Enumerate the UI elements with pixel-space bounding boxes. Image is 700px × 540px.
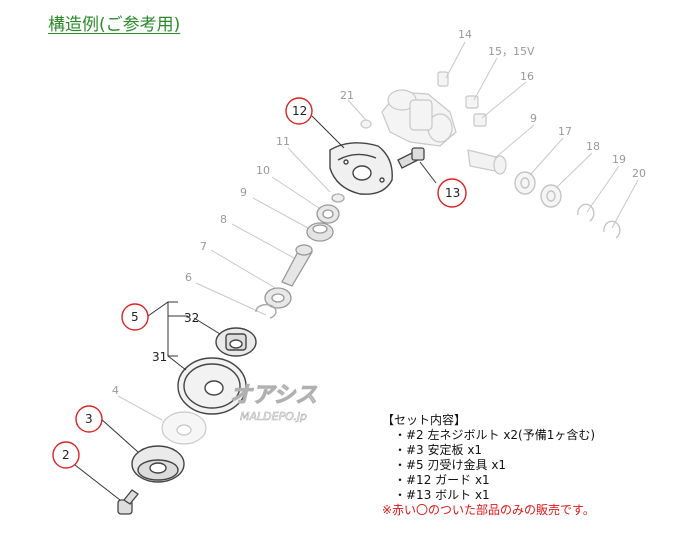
guard-12 xyxy=(329,142,393,195)
page-title: 構造例(ご参考用) xyxy=(48,15,181,35)
middle-leader-lines xyxy=(195,147,331,316)
set-item: ・#5 刃受け金具 x1 xyxy=(394,458,507,472)
circlip-7 xyxy=(255,303,277,319)
leader-12 xyxy=(311,115,345,149)
sales-note: ※赤い〇のついた部品のみの販売です。 xyxy=(382,503,595,517)
blade-holder-32 xyxy=(215,327,257,357)
label-9-upper: 9 xyxy=(530,112,537,125)
label-31: 31 xyxy=(152,350,167,364)
highlight-circle-5 xyxy=(121,303,149,331)
left-thread-bolt-2 xyxy=(117,489,139,515)
bolt-13 xyxy=(397,147,425,169)
label-21: 21 xyxy=(340,89,354,102)
label-16: 16 xyxy=(520,70,534,83)
watermark-katakana: オアシス xyxy=(230,383,317,408)
label-2: 2 xyxy=(62,448,70,462)
label-19: 19 xyxy=(612,153,626,166)
bearings-and-clips xyxy=(514,171,621,239)
label-13: 13 xyxy=(445,186,460,200)
label-6: 6 xyxy=(185,271,192,284)
plate-4 xyxy=(161,411,207,445)
leader-4 xyxy=(117,395,163,421)
label-18: 18 xyxy=(586,140,600,153)
highlight-circle-2 xyxy=(52,441,80,469)
gearcase-assembly xyxy=(360,71,487,147)
shaft-8 xyxy=(281,244,313,287)
set-contents-box: 【セット内容】 ・#2 左ネジボルト x2(予備1ヶ含む) ・#3 安定板 x1… xyxy=(382,413,595,518)
set-item: ・#3 安定板 x1 xyxy=(394,443,483,457)
label-10: 10 xyxy=(256,164,270,177)
label-11: 11 xyxy=(276,135,290,148)
set-item: ・#12 ガード x1 xyxy=(394,473,490,487)
watermark-logo: オアシス MALDEPO.jp xyxy=(230,383,318,424)
upper-shaft-9 xyxy=(467,149,507,175)
highlight-circles xyxy=(52,97,467,469)
highlight-circle-13 xyxy=(437,178,467,208)
stabilizer-plate-3 xyxy=(131,445,185,483)
leader-13 xyxy=(419,161,437,184)
label-17: 17 xyxy=(558,125,572,138)
label-32: 32 xyxy=(184,311,199,325)
label-12: 12 xyxy=(292,104,307,118)
label-20: 20 xyxy=(632,167,646,180)
blade-holder-plate-31 xyxy=(177,357,247,415)
label-15: 15，15V xyxy=(488,45,535,58)
set-contents-heading: 【セット内容】 xyxy=(382,413,467,427)
gear-9 xyxy=(306,222,334,242)
set-contents-list: ・#2 左ネジボルト x2(予備1ヶ含む) ・#3 安定板 x1 ・#5 刃受け… xyxy=(382,428,595,503)
label-4: 4 xyxy=(112,384,119,397)
label-9: 9 xyxy=(240,186,247,199)
label-7: 7 xyxy=(200,240,207,253)
watermark-text: MALDEPO.jp xyxy=(240,410,307,423)
label-5: 5 xyxy=(131,310,139,324)
label-8: 8 xyxy=(220,213,227,226)
set-item: ・#2 左ネジボルト x2(予備1ヶ含む) xyxy=(394,428,596,442)
label-14: 14 xyxy=(458,28,472,41)
set-item: ・#13 ボルト x1 xyxy=(394,488,490,502)
highlight-circle-3 xyxy=(75,405,103,433)
bearing-10 xyxy=(316,204,340,224)
label-3: 3 xyxy=(85,412,93,426)
bearing-6 xyxy=(264,287,292,309)
upper-leader-lines xyxy=(347,41,639,229)
highlight-circle-12 xyxy=(285,97,313,125)
washer-11 xyxy=(331,193,345,203)
